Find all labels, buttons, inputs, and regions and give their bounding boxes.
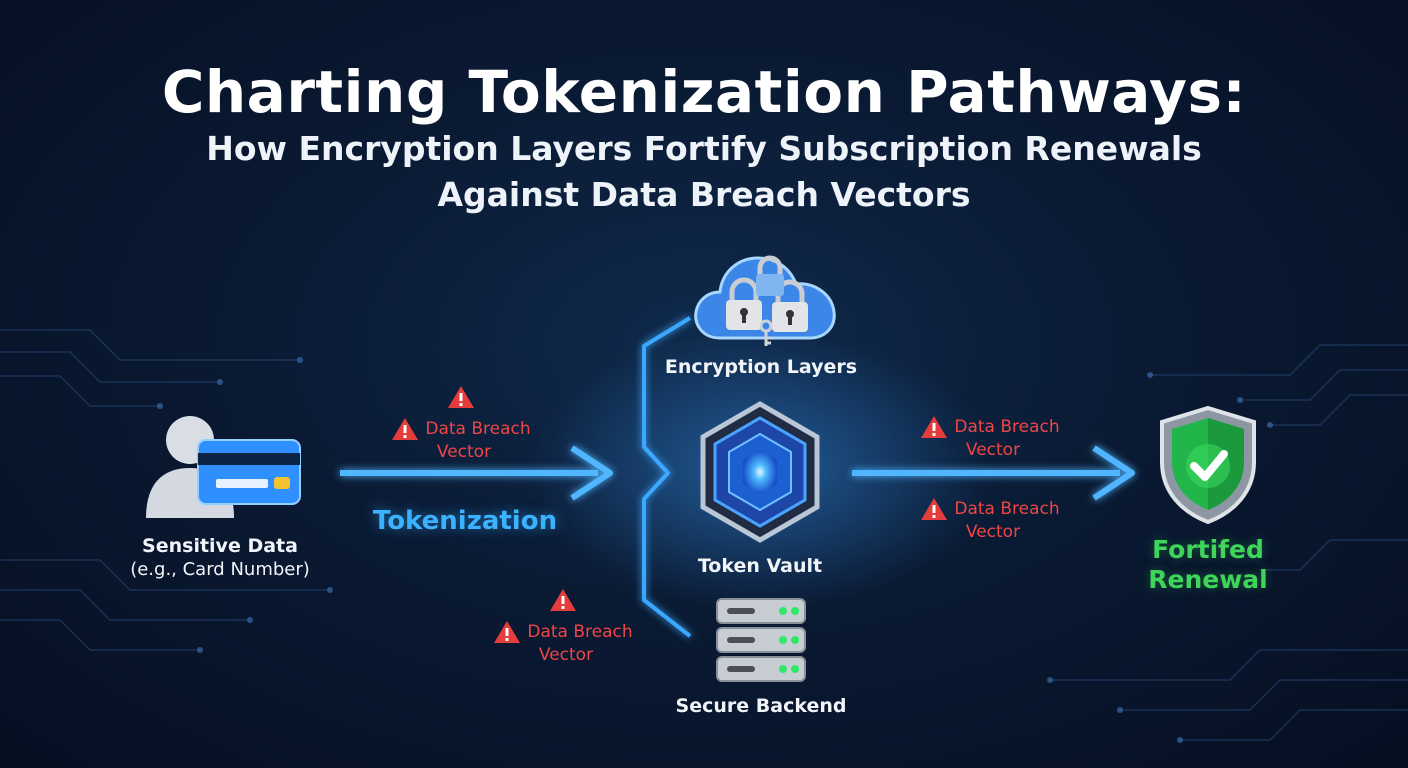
breach-vector-4: Data Breach Vector bbox=[468, 587, 658, 665]
warning-icon bbox=[392, 418, 419, 440]
breach-vector-line1: Data Breach bbox=[425, 419, 531, 439]
shield-check-icon bbox=[1160, 405, 1256, 525]
breach-vector-line1: Data Breach bbox=[954, 417, 1060, 437]
sensitive-data-sublabel: (e.g., Card Number) bbox=[130, 559, 310, 580]
fortified-renewal-label: Fortifed Renewal bbox=[1108, 535, 1308, 595]
server-icon bbox=[716, 598, 806, 682]
token-vault-label: Token Vault bbox=[697, 555, 823, 577]
user-card-icon bbox=[146, 416, 301, 518]
secure-backend-label: Secure Backend bbox=[675, 695, 847, 717]
warning-icon bbox=[448, 386, 474, 408]
page-subtitle: How Encryption Layers Fortify Subscripti… bbox=[0, 126, 1408, 218]
input-arrow bbox=[340, 445, 613, 501]
breach-vector-2: Data Breach Vector bbox=[895, 414, 1085, 460]
fortified-renewal-line2: Renewal bbox=[1148, 565, 1268, 594]
breach-vector-line2: Vector bbox=[965, 522, 1021, 542]
subtitle-line-1: How Encryption Layers Fortify Subscripti… bbox=[206, 129, 1202, 168]
breach-vector-3: Data Breach Vector bbox=[895, 496, 1085, 542]
tokenization-label: Tokenization bbox=[372, 506, 558, 536]
warning-icon bbox=[921, 416, 948, 438]
cloud-locks-icon bbox=[694, 255, 836, 346]
fortified-renewal-line1: Fortifed bbox=[1152, 535, 1264, 564]
subtitle-line-2: Against Data Breach Vectors bbox=[437, 175, 971, 214]
breach-vector-line1: Data Breach bbox=[527, 622, 633, 642]
warning-icon bbox=[550, 589, 576, 611]
breach-vector-line1: Data Breach bbox=[954, 499, 1060, 519]
sensitive-data-label: Sensitive Data bbox=[142, 535, 298, 557]
output-arrow bbox=[852, 445, 1135, 501]
layers-bracket bbox=[642, 316, 692, 638]
breach-vector-line2: Vector bbox=[965, 440, 1021, 460]
breach-vector-line2: Vector bbox=[538, 645, 594, 665]
breach-vector-1: Data Breach Vector bbox=[366, 384, 556, 462]
warning-icon bbox=[921, 498, 948, 520]
warning-icon bbox=[494, 621, 521, 643]
breach-vector-line2: Vector bbox=[436, 442, 492, 462]
encryption-layers-label: Encryption Layers bbox=[664, 356, 858, 378]
page-title: Charting Tokenization Pathways: bbox=[161, 58, 1247, 126]
hexagon-vault-icon bbox=[700, 401, 820, 543]
